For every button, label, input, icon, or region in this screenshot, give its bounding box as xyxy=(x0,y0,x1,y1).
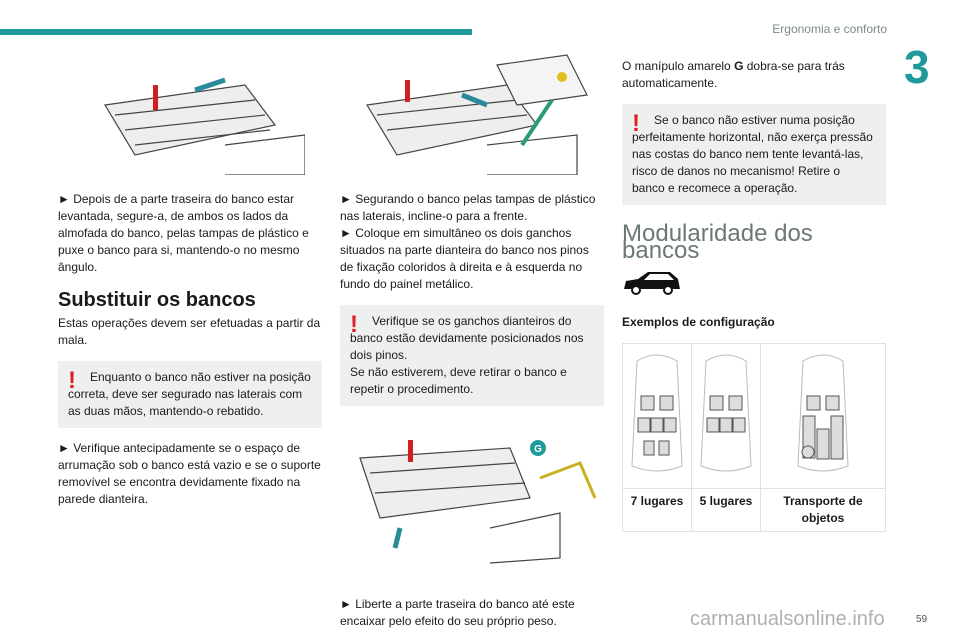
instruction-text: ► Liberte a parte traseira do banco até … xyxy=(340,597,575,628)
page-number: 59 xyxy=(916,614,928,625)
instruction-text: ► Depois de a parte traseira do banco es… xyxy=(58,192,309,274)
section-title: Ergonomia e conforto xyxy=(772,22,887,36)
warning-icon: ! xyxy=(632,110,640,137)
warning-text: Verifique se os ganchos dianteiros do ba… xyxy=(350,314,584,362)
warning-text: Se o banco não estiver numa posição perf… xyxy=(632,113,873,195)
body-text: Estas operações devem ser efetuadas a pa… xyxy=(58,316,321,347)
middle-column: ► Segurando o banco pelas tampas de plás… xyxy=(340,42,604,630)
warning-icon: ! xyxy=(68,367,76,394)
instruction-text: ► Segurando o banco pelas tampas de plás… xyxy=(340,192,596,223)
section-heading: Substituir os bancos xyxy=(58,289,256,311)
instruction-text: ► Verifique antecipadamente se o espaço … xyxy=(58,441,321,506)
warning-text: Se não estiverem, deve retirar o banco e… xyxy=(350,365,567,396)
callout-label-g: G xyxy=(534,444,542,455)
seat-config-table: 7 lugares 5 lugares Transporte de objeto… xyxy=(622,343,886,532)
config-label: Transporte de objetos xyxy=(760,488,886,532)
config-7-seats-diagram xyxy=(622,343,692,489)
subheading: Exemplos de configuração xyxy=(622,315,775,329)
body-text: O manípulo amarelo G dobra-se para trás … xyxy=(622,59,845,90)
warning-box: !Enquanto o banco não estiver na posição… xyxy=(58,361,322,428)
car-silhouette-icon xyxy=(622,269,886,300)
seat-lowering-illustration: G xyxy=(340,418,604,568)
section-heading: Modularidade dos bancos xyxy=(622,220,813,264)
warning-box: !Verifique se os ganchos dianteiros do b… xyxy=(340,305,604,406)
instruction-text: ► Coloque em simultâneo os dois ganchos … xyxy=(340,226,589,291)
watermark: carmanualsonline.info xyxy=(690,608,885,630)
config-5-seats-diagram xyxy=(691,343,761,489)
left-column: ► Depois de a parte traseira do banco es… xyxy=(58,42,322,508)
seat-removal-illustration xyxy=(58,42,322,177)
warning-box: !Se o banco não estiver numa posição per… xyxy=(622,104,886,205)
warning-icon: ! xyxy=(350,311,358,338)
header-accent-bar xyxy=(0,29,472,35)
seat-hook-illustration xyxy=(340,42,604,177)
warning-text: Enquanto o banco não estiver na posição … xyxy=(68,370,311,418)
right-column: O manípulo amarelo G dobra-se para trás … xyxy=(622,58,886,532)
chapter-number: 3 xyxy=(904,41,930,93)
config-label: 5 lugares xyxy=(691,488,761,532)
config-cargo-diagram xyxy=(760,343,886,489)
config-label: 7 lugares xyxy=(622,488,692,532)
